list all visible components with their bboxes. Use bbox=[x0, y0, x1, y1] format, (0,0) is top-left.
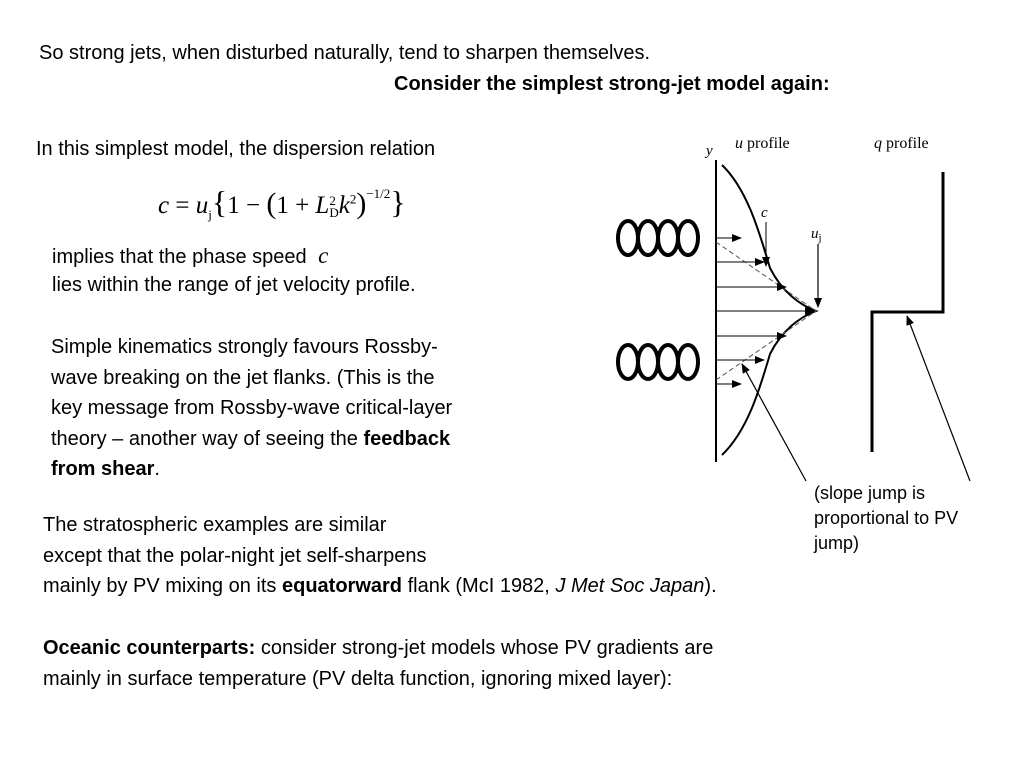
stratosphere-journal-italic: J Met Soc Japan bbox=[555, 575, 705, 597]
slope-note-line3: jump) bbox=[814, 533, 860, 553]
stratosphere-line3-a: mainly by PV mixing on its bbox=[43, 575, 277, 597]
y-axis-label: y bbox=[704, 143, 713, 159]
eq-one-plus: 1 + bbox=[276, 192, 310, 219]
slope-note-line1: (slope jump is bbox=[814, 483, 926, 503]
oceanic-line1: Oceanic counterparts: consider strong-je… bbox=[43, 633, 713, 664]
eq-exponent: −1/2 bbox=[366, 185, 391, 201]
phase-speed-symbol: c bbox=[318, 243, 329, 268]
eq-paren-close: ) bbox=[356, 187, 367, 220]
u-profile-curve bbox=[721, 164, 819, 456]
jump-pointer-arrow bbox=[906, 315, 971, 482]
u-profile-label: u profile bbox=[735, 135, 790, 152]
kinematics-line4: theory – another way of seeing the feedb… bbox=[51, 424, 452, 455]
oceanic-bold: Oceanic counterparts: bbox=[43, 637, 256, 659]
eq-L: L bbox=[315, 192, 330, 219]
stratosphere-paragraph: The stratospheric examples are similar e… bbox=[43, 510, 717, 602]
kinematics-paragraph: Simple kinematics strongly favours Rossb… bbox=[51, 332, 452, 485]
eq-k: k bbox=[338, 192, 350, 219]
phase-speed-text: implies that the phase speed bbox=[52, 246, 307, 268]
lower-dashed-line bbox=[715, 310, 817, 381]
stratosphere-line2: except that the polar-night jet self-sha… bbox=[43, 544, 427, 567]
jet-profile-figure: y u profile q profile c uj bbox=[616, 135, 971, 482]
eq-c: c bbox=[158, 192, 170, 219]
stratosphere-equatorward-bold: equatorward bbox=[281, 575, 403, 597]
eq-L-sub: D bbox=[329, 205, 339, 221]
lower-wave-coil-icon bbox=[616, 343, 700, 381]
eq-L-sup: 2 bbox=[329, 193, 336, 209]
upper-wave-coil-icon bbox=[616, 219, 700, 257]
phase-speed-line1: implies that the phase speed c bbox=[52, 241, 328, 272]
eq-one: 1 bbox=[227, 192, 240, 219]
eq-minus: − bbox=[245, 192, 261, 219]
upper-dashed-line bbox=[715, 241, 817, 312]
q-profile-label: q profile bbox=[874, 135, 929, 152]
kinematics-line1: Simple kinematics strongly favours Rossb… bbox=[51, 336, 438, 358]
dispersion-intro: In this simplest model, the dispersion r… bbox=[36, 138, 436, 160]
oceanic-line1-text: consider strong-jet models whose PV grad… bbox=[260, 637, 714, 659]
kinematics-line5: from shear. bbox=[51, 454, 452, 485]
slope-jump-note: (slope jump is proportional to PV jump) bbox=[814, 481, 958, 556]
c-label: c bbox=[761, 205, 768, 221]
stratosphere-line3: mainly by PV mixing on its equatorward f… bbox=[43, 571, 717, 602]
kinematics-shear-bold: from shear bbox=[51, 458, 155, 480]
stratosphere-line3-b: flank (McI 1982, bbox=[407, 575, 550, 597]
kinematics-line4-text: theory – another way of seeing the bbox=[51, 427, 358, 450]
eq-equals: = bbox=[175, 192, 190, 219]
eq-k-sup: 2 bbox=[349, 191, 357, 207]
eq-brace-close: } bbox=[390, 184, 406, 220]
kinematics-line3: key message from Rossby-wave critical-la… bbox=[51, 397, 453, 419]
kinematics-period: . bbox=[154, 458, 160, 480]
eq-uj: u bbox=[195, 192, 209, 219]
flank-pointer-arrow bbox=[741, 363, 807, 482]
slide-subtitle: Consider the simplest strong-jet model a… bbox=[394, 73, 830, 95]
eq-brace-open: { bbox=[211, 184, 228, 220]
kinematics-feedback-bold: feedback bbox=[363, 427, 451, 450]
q-profile-step bbox=[870, 172, 945, 452]
eq-paren-open: ( bbox=[266, 187, 277, 220]
uj-label: uj bbox=[811, 226, 822, 244]
phase-speed-line2: lies within the range of jet velocity pr… bbox=[52, 274, 416, 296]
oceanic-line2: mainly in surface temperature (PV delta … bbox=[43, 667, 673, 690]
stratosphere-line1: The stratospheric examples are similar bbox=[43, 514, 387, 536]
eq-uj-sub: j bbox=[208, 207, 212, 222]
stratosphere-line3-end: ). bbox=[704, 575, 717, 597]
slope-note-line2: proportional to PV bbox=[814, 508, 959, 528]
oceanic-paragraph: Oceanic counterparts: consider strong-je… bbox=[43, 633, 713, 694]
intro-line: So strong jets, when disturbed naturally… bbox=[39, 42, 651, 64]
kinematics-line2: wave breaking on the jet flanks. (This i… bbox=[51, 366, 435, 389]
